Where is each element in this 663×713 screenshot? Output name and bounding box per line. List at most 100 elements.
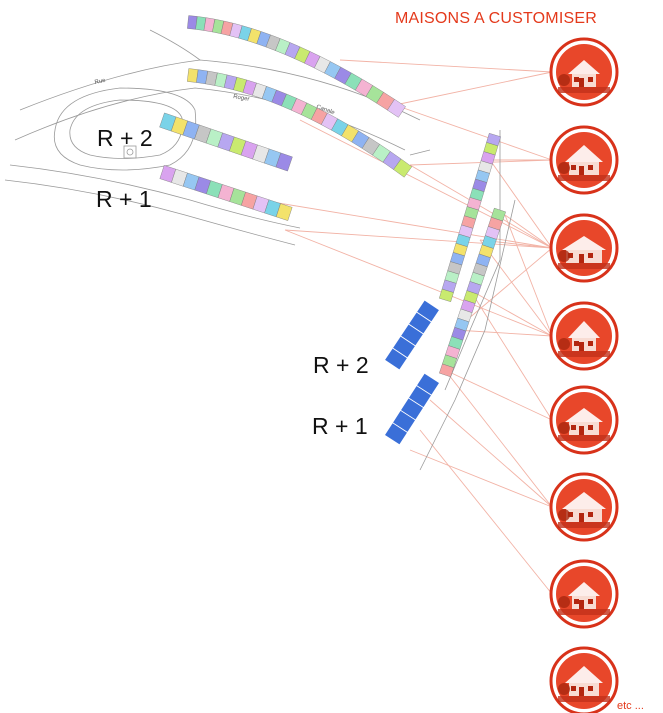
window-shape <box>588 425 593 430</box>
house-silhouette <box>558 666 610 702</box>
townhouse-icon <box>549 385 619 455</box>
etc-label: etc ... <box>617 700 644 712</box>
level-label: R + 2 <box>313 352 369 378</box>
building-strips <box>159 15 506 378</box>
door-shape <box>579 600 584 609</box>
plan-marker <box>123 145 137 159</box>
link-line <box>339 59 553 73</box>
ground-shape <box>558 522 610 528</box>
level-label: R + 2 <box>97 125 153 151</box>
blue-block <box>383 347 409 371</box>
door-shape <box>579 78 584 87</box>
roof-shape <box>562 492 606 509</box>
roof-shape <box>565 408 603 422</box>
connection-lines <box>259 59 553 595</box>
link-line <box>394 71 553 106</box>
ground-shape <box>558 696 610 702</box>
ground-shape <box>558 263 610 269</box>
house-gable-icon <box>549 37 619 107</box>
strip-segment <box>439 288 454 302</box>
link-line <box>429 399 553 508</box>
link-line <box>444 369 553 508</box>
link-line <box>394 104 553 161</box>
link-line <box>299 119 553 249</box>
house-silhouette <box>558 145 610 181</box>
strip-segment <box>275 203 293 221</box>
link-line <box>419 429 553 595</box>
strip-segment <box>195 16 207 31</box>
link-line <box>469 289 553 337</box>
link-line <box>444 369 553 421</box>
roof-shape <box>568 582 600 596</box>
window-shape <box>568 253 573 258</box>
roof-shape <box>568 60 600 74</box>
window-shape <box>571 425 576 430</box>
street-label: Roger <box>233 94 250 103</box>
roof-shape <box>565 145 603 162</box>
road-outline <box>149 29 201 61</box>
roundabout-inner <box>69 99 183 159</box>
level-label: R + 1 <box>96 186 152 212</box>
door-shape <box>579 426 584 435</box>
house-balcony-icon <box>549 125 619 195</box>
road-outline <box>444 130 501 391</box>
cottage-icon <box>549 472 619 542</box>
tree-shape <box>558 250 570 262</box>
mansion-icon <box>549 646 619 713</box>
blue-block <box>383 422 409 446</box>
tree-shape <box>558 596 570 608</box>
tree-shape <box>558 509 570 521</box>
roof-shape <box>565 666 603 683</box>
level-label: R + 1 <box>312 413 368 439</box>
window-shape <box>574 341 579 346</box>
link-line <box>469 289 553 421</box>
street-label: Rue <box>94 78 107 86</box>
window-shape <box>571 686 576 691</box>
link-line <box>454 329 553 337</box>
road-outline <box>4 179 296 246</box>
door-shape <box>579 166 584 175</box>
diagram-title: MAISONS A CUSTOMISER <box>395 10 597 27</box>
window-shape <box>588 165 593 170</box>
house-silhouette <box>558 236 610 269</box>
strip-segment <box>203 17 215 33</box>
road-outline <box>409 149 431 156</box>
link-line <box>409 164 553 249</box>
house-silhouette <box>558 582 610 615</box>
window-shape <box>588 686 593 691</box>
link-line <box>259 199 553 249</box>
house-silhouette <box>558 408 610 441</box>
link-line <box>489 159 553 249</box>
door-shape <box>579 254 584 263</box>
window-shape <box>568 512 573 517</box>
link-line <box>504 214 553 337</box>
villa-icon <box>549 213 619 283</box>
plan-marker <box>126 148 134 156</box>
link-line <box>454 247 553 331</box>
house-silhouette <box>558 492 610 528</box>
chalet-icon <box>549 301 619 371</box>
door-shape <box>579 687 584 696</box>
house-silhouette <box>558 321 610 357</box>
ground-shape <box>558 609 610 615</box>
roof-shape <box>568 321 600 338</box>
strip-segment <box>187 15 198 30</box>
link-line <box>409 449 553 508</box>
tree-shape <box>558 338 570 350</box>
tree-shape <box>558 162 570 174</box>
window-shape <box>588 599 593 604</box>
strip-segment <box>187 68 199 83</box>
ground-shape <box>558 87 610 93</box>
window-shape <box>588 77 593 82</box>
strip-segment <box>439 363 455 378</box>
door-shape <box>579 342 584 351</box>
link-line <box>504 214 553 249</box>
window-shape <box>588 512 593 517</box>
window-shape <box>571 165 576 170</box>
strip-segment <box>205 70 218 86</box>
pavilion-icon <box>549 559 619 629</box>
road-outline <box>19 59 421 121</box>
window-shape <box>574 599 579 604</box>
tree-shape <box>558 683 570 695</box>
ground-shape <box>558 351 610 357</box>
